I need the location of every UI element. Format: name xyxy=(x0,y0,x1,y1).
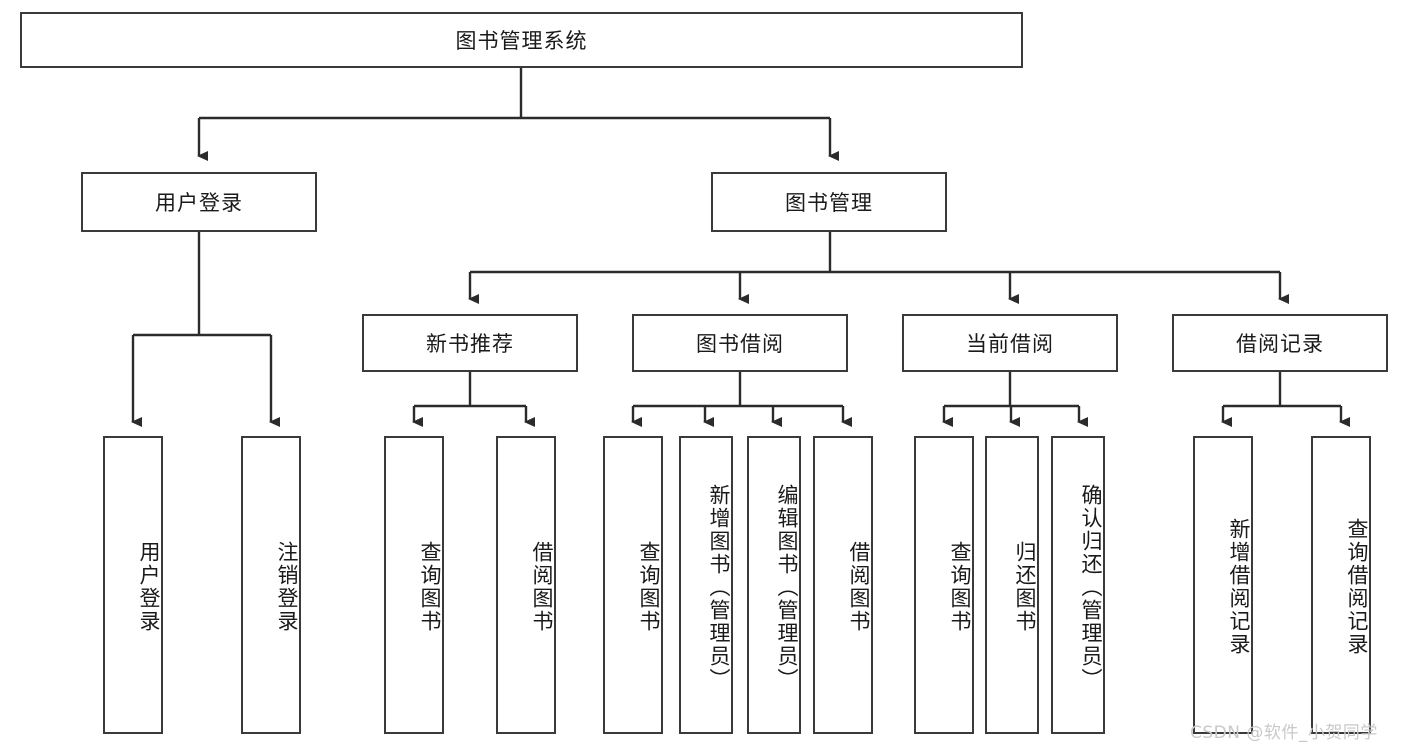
node-new-book-recommend[interactable]: 新书推荐 xyxy=(362,314,578,372)
node-label: 确认归还（管理员） xyxy=(1079,483,1103,691)
leaf-confirm-return-admin[interactable]: 确认归还（管理员） xyxy=(1051,436,1105,734)
leaf-query-book-recommend[interactable]: 查询图书 xyxy=(384,436,444,734)
node-label: 查询图书 xyxy=(637,541,661,633)
leaf-user-logout[interactable]: 注销登录 xyxy=(241,436,301,734)
node-label: 借阅图书 xyxy=(530,541,554,633)
leaf-query-book-borrow[interactable]: 查询图书 xyxy=(603,436,663,734)
node-label: 归还图书 xyxy=(1013,541,1037,633)
node-label: 新书推荐 xyxy=(426,332,514,356)
node-label: 编辑图书（管理员） xyxy=(775,483,799,691)
node-label: 图书借阅 xyxy=(696,332,784,356)
leaf-borrow-book-recommend[interactable]: 借阅图书 xyxy=(496,436,556,734)
leaf-query-book-current[interactable]: 查询图书 xyxy=(914,436,974,734)
node-borrow-record[interactable]: 借阅记录 xyxy=(1172,314,1388,372)
node-label: 当前借阅 xyxy=(966,332,1054,356)
node-current-borrow[interactable]: 当前借阅 xyxy=(902,314,1118,372)
leaf-edit-book-admin[interactable]: 编辑图书（管理员） xyxy=(747,436,801,734)
node-label: 新增借阅记录 xyxy=(1227,518,1251,656)
leaf-query-borrow-record[interactable]: 查询借阅记录 xyxy=(1311,436,1371,734)
leaf-borrow-book[interactable]: 借阅图书 xyxy=(813,436,873,734)
node-label: 图书管理系统 xyxy=(455,29,588,53)
node-label: 用户登录 xyxy=(155,191,243,215)
node-label: 查询借阅记录 xyxy=(1345,518,1369,656)
leaf-user-login[interactable]: 用户登录 xyxy=(103,436,163,734)
leaf-add-book-admin[interactable]: 新增图书（管理员） xyxy=(679,436,733,734)
node-label: 注销登录 xyxy=(275,541,299,633)
node-label: 查询图书 xyxy=(418,541,442,633)
node-user-login[interactable]: 用户登录 xyxy=(81,172,317,232)
node-label: 用户登录 xyxy=(137,541,161,633)
node-book-borrow[interactable]: 图书借阅 xyxy=(632,314,848,372)
node-root-book-management-system[interactable]: 图书管理系统 xyxy=(20,12,1023,68)
node-label: 查询图书 xyxy=(948,541,972,633)
node-label: 借阅图书 xyxy=(847,541,871,633)
leaf-add-borrow-record[interactable]: 新增借阅记录 xyxy=(1193,436,1253,734)
node-book-management[interactable]: 图书管理 xyxy=(711,172,947,232)
node-label: 新增图书（管理员） xyxy=(707,483,731,691)
leaf-return-book[interactable]: 归还图书 xyxy=(985,436,1039,734)
node-label: 图书管理 xyxy=(785,191,873,215)
watermark-csdn: CSDN @软件_小贺同学 xyxy=(1190,723,1378,743)
node-label: 借阅记录 xyxy=(1236,332,1324,356)
